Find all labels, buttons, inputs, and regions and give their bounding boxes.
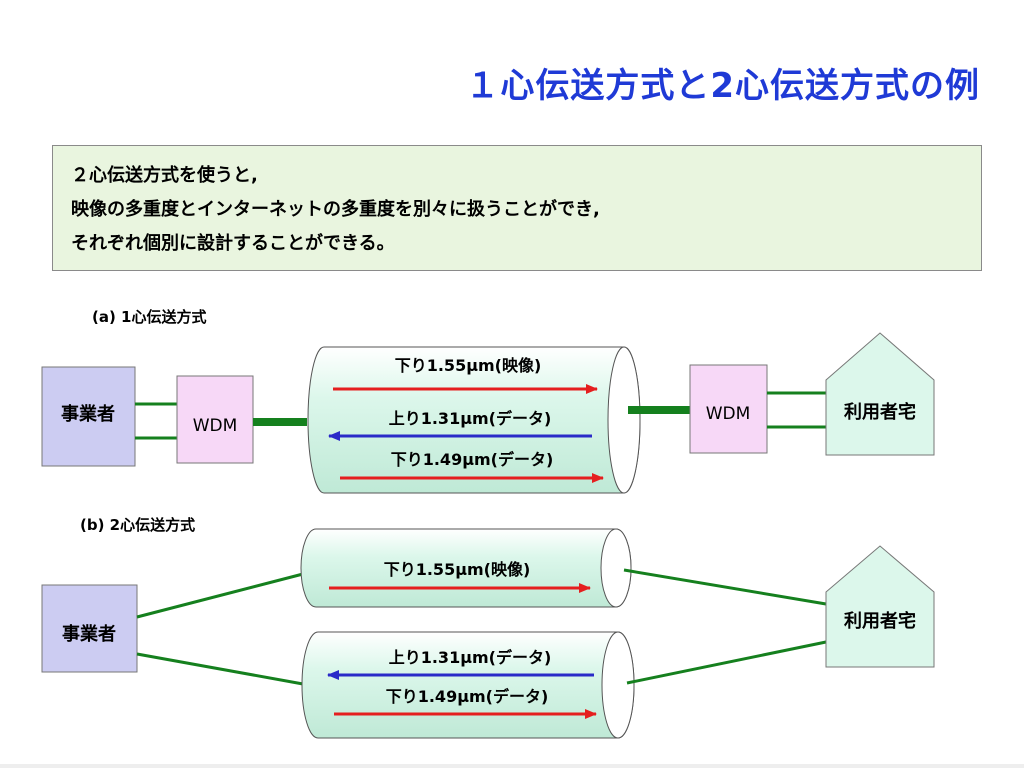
wdm-right-label: WDM: [706, 404, 751, 424]
page-title: １心伝送方式と2心伝送方式の例: [465, 66, 980, 106]
fiber-cable-1-to-home: [623, 568, 827, 606]
note-line-1: ２心伝送方式を使うと,: [71, 165, 258, 186]
cable-b2-label-upstream-data: 上り1.31μm(データ): [389, 648, 552, 667]
note-line-2: 映像の多重度とインターネットの多重度を別々に扱うことができ,: [71, 199, 600, 220]
wdm-left-label: WDM: [193, 416, 238, 436]
provider-label-a: 事業者: [61, 403, 115, 425]
footer-divider: [0, 764, 1024, 768]
fiber-cable-2-to-home: [626, 640, 827, 685]
cable-a-label-downstream-data: 下り1.49μm(データ): [391, 450, 554, 469]
wdm-right-box: [689, 364, 768, 454]
fiber-cable-single-core: [307, 346, 641, 494]
fiber-provider-to-cable-2: [136, 652, 304, 686]
provider-box-b: [41, 584, 138, 673]
fiber-cable-core-2: [301, 631, 635, 739]
provider-box-a: [41, 366, 136, 467]
note-line-3: それぞれ個別に設計することができる。: [71, 233, 395, 254]
cable-b1-label-downstream-video: 下り1.55μm(映像): [384, 560, 531, 579]
cable-a-label-downstream-video: 下り1.55μm(映像): [395, 356, 542, 375]
section-a-label: (a) 1心伝送方式: [92, 308, 207, 326]
wdm-left-box: [176, 375, 254, 464]
home-house-b: [825, 545, 935, 668]
home-house-a: [825, 332, 935, 456]
home-label-b: 利用者宅: [844, 610, 916, 632]
provider-label-b: 事業者: [62, 623, 116, 645]
fiber-provider-to-cable-1: [136, 572, 304, 619]
section-b-label: (b) 2心伝送方式: [80, 516, 195, 534]
home-label-a: 利用者宅: [844, 401, 916, 423]
cable-b2-label-downstream-data: 下り1.49μm(データ): [386, 687, 549, 706]
cable-a-label-upstream-data: 上り1.31μm(データ): [389, 409, 552, 428]
summary-note-box: ２心伝送方式を使うと, 映像の多重度とインターネットの多重度を別々に扱うことがで…: [52, 145, 982, 271]
